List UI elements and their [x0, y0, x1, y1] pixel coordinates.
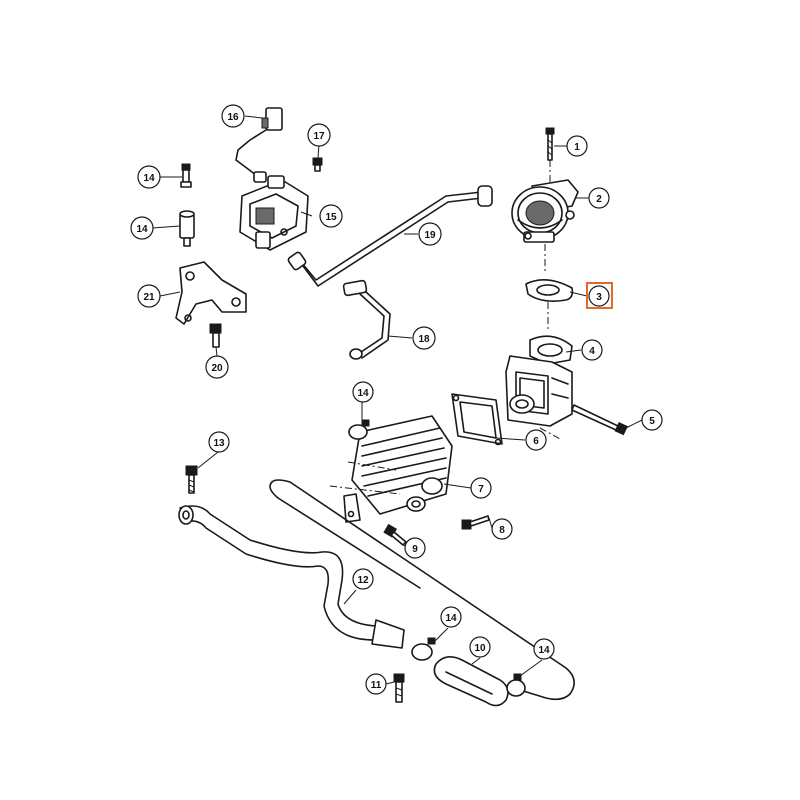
part-5-long-bolt [571, 404, 628, 436]
callout-5[interactable]: 5 [641, 409, 663, 431]
svg-text:17: 17 [313, 131, 325, 142]
part-4-adapter-housing [505, 335, 573, 427]
svg-text:14: 14 [143, 173, 155, 184]
part-14-clamp-middle [411, 637, 436, 661]
leader-lines [151, 115, 643, 685]
svg-text:6: 6 [533, 436, 539, 447]
part-22-bolt [209, 323, 222, 348]
svg-text:21: 21 [143, 292, 155, 303]
svg-text:20: 20 [211, 363, 223, 374]
part-15-stud [179, 210, 195, 247]
svg-text:11: 11 [371, 680, 382, 691]
svg-text:14: 14 [357, 388, 369, 399]
callout-7[interactable]: 7 [470, 477, 492, 499]
part-13-bolt [185, 465, 198, 494]
svg-text:14: 14 [136, 224, 148, 235]
part-2-egr-valve [511, 179, 579, 243]
callout-1[interactable]: 1 [566, 135, 588, 157]
part-21-vacuum-tube [287, 185, 493, 287]
callout-14-lower[interactable]: 14 [533, 638, 555, 660]
callout-3-highlight [586, 282, 613, 309]
svg-text:16: 16 [227, 112, 239, 123]
callout-14-upper[interactable]: 14 [352, 381, 374, 403]
svg-text:14: 14 [445, 613, 457, 624]
part-3-gasket [525, 279, 574, 302]
part-6-gasket-plate [451, 393, 503, 446]
callout-13[interactable]: 13 [208, 431, 230, 453]
callout-8[interactable]: 8 [491, 518, 513, 540]
svg-text:19: 19 [424, 230, 436, 241]
part-12-coolant-tube [178, 505, 405, 649]
part-18-sensor [235, 107, 283, 183]
callout-23[interactable]: 21 [137, 284, 161, 308]
callout-3[interactable]: 3 [586, 282, 613, 309]
svg-text:12: 12 [357, 575, 369, 586]
svg-text:4: 4 [589, 346, 595, 357]
part-14-clamp-upper [348, 419, 370, 440]
svg-text:8: 8 [499, 525, 505, 536]
part-7-egr-cooler [343, 415, 453, 523]
svg-text:2: 2 [596, 194, 602, 205]
part-14-clamp-lower [506, 673, 526, 697]
svg-text:18: 18 [418, 334, 430, 345]
callout-20[interactable]: 18 [412, 326, 436, 350]
svg-text:1: 1 [574, 142, 580, 153]
callout-12[interactable]: 12 [352, 568, 374, 590]
part-8-bolt [461, 515, 490, 530]
part-16-fitting [180, 163, 192, 188]
callout-4[interactable]: 4 [581, 339, 603, 361]
callout-17[interactable]: 15 [319, 204, 343, 228]
svg-text:7: 7 [478, 484, 484, 495]
part-19-screw [312, 157, 323, 172]
svg-text:14: 14 [538, 645, 550, 656]
svg-text:10: 10 [474, 643, 486, 654]
svg-text:3: 3 [596, 292, 602, 303]
callout-19[interactable]: 17 [307, 123, 331, 147]
callout-21[interactable]: 19 [418, 222, 442, 246]
svg-text:15: 15 [325, 212, 337, 223]
callout-16[interactable]: 14 [137, 165, 161, 189]
callout-11[interactable]: 11 [365, 673, 387, 695]
callout-6[interactable]: 6 [525, 429, 547, 451]
part-17-solenoid [239, 175, 309, 251]
callout-10[interactable]: 10 [469, 636, 491, 658]
part-9-bolt [383, 523, 407, 546]
part-11-bolt [393, 673, 405, 703]
svg-text:5: 5 [649, 416, 655, 427]
callout-9[interactable]: 9 [404, 537, 426, 559]
callout-2[interactable]: 2 [588, 187, 610, 209]
svg-text:13: 13 [213, 438, 225, 449]
callout-14-middle[interactable]: 14 [440, 606, 462, 628]
part-20-sensor-tube [342, 279, 391, 360]
part-23-bracket [175, 261, 247, 325]
svg-text:9: 9 [412, 544, 418, 555]
callout-15[interactable]: 14 [130, 216, 154, 240]
callout-22[interactable]: 20 [205, 355, 229, 379]
callout-18[interactable]: 16 [221, 104, 245, 128]
part-1-bolt [545, 127, 555, 161]
part-10-hose [433, 656, 509, 707]
